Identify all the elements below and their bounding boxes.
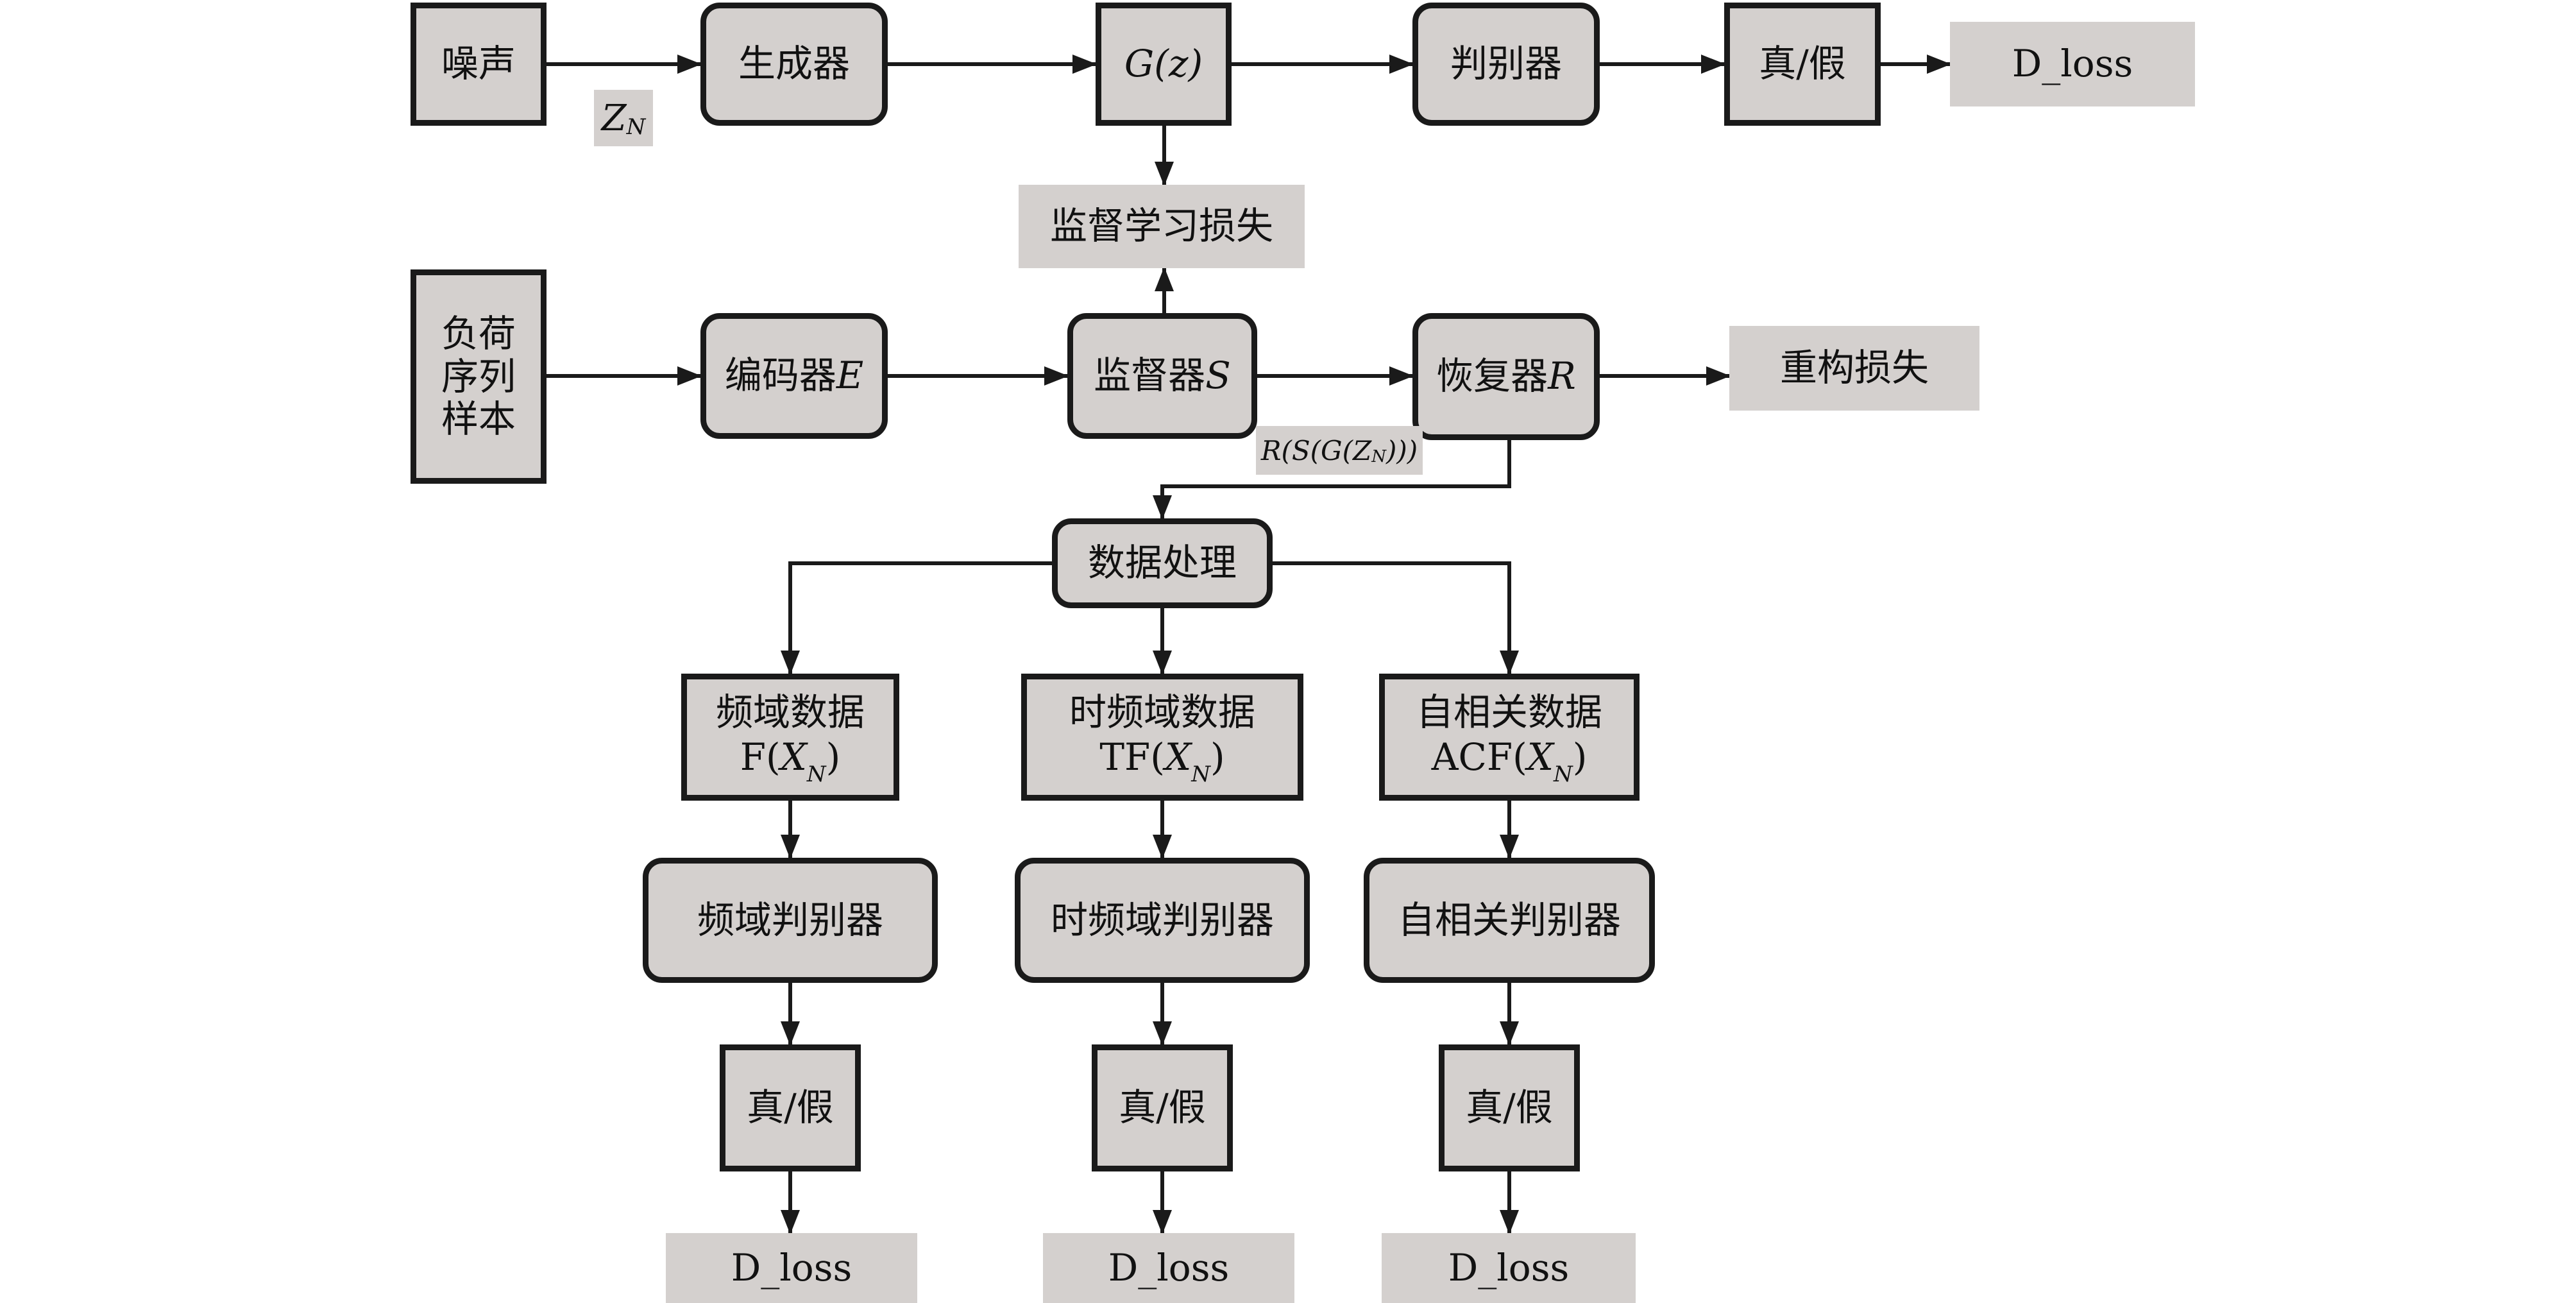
real-fake-acf-label: 真/假 [1466, 1086, 1553, 1130]
recovery-box: 恢复器R [1412, 313, 1600, 440]
load-sample-line-2: 序列 [441, 354, 516, 398]
dloss-freq-label: D_loss [731, 1245, 852, 1290]
supervised-loss-label: 监督学习损失 [1049, 204, 1273, 248]
load-sample-line-1: 负荷 [441, 311, 516, 355]
gz-box: G(z) [1096, 3, 1232, 126]
discriminator-label: 判别器 [1450, 42, 1562, 86]
acf-data-title: 自相关数据 [1416, 690, 1602, 734]
acf-data-box: 自相关数据 ACF(XN) [1379, 674, 1640, 801]
encoder-label: 编码器E [724, 353, 864, 398]
real-fake-tf-box: 真/假 [1092, 1044, 1233, 1171]
freq-data-formula: F(XN) [740, 735, 841, 788]
data-processing-box: 数据处理 [1052, 518, 1273, 608]
real-fake-top-label: 真/假 [1759, 42, 1846, 86]
arrow-processing-to-acf [1273, 561, 1519, 675]
generator-box: 生成器 [700, 3, 888, 126]
dloss-acf-label: D_loss [1448, 1245, 1570, 1290]
tf-disc-box: 时频域判别器 [1015, 858, 1310, 983]
supervisor-label: 监督器S [1094, 353, 1231, 398]
generator-label: 生成器 [738, 42, 850, 86]
acf-data-formula: ACF(XN) [1431, 735, 1588, 788]
tf-data-title: 时频域数据 [1069, 690, 1255, 734]
dloss-acf-box: D_loss [1382, 1233, 1636, 1303]
gz-label: G(z) [1124, 42, 1203, 86]
real-fake-top-box: 真/假 [1724, 3, 1881, 126]
real-fake-freq-box: 真/假 [720, 1044, 861, 1171]
dloss-top-label: D_loss [2012, 42, 2133, 86]
real-fake-freq-label: 真/假 [747, 1086, 834, 1130]
dloss-tf-label: D_loss [1108, 1245, 1230, 1290]
discriminator-box: 判别器 [1412, 3, 1600, 126]
supervised-loss-box: 监督学习损失 [1019, 185, 1305, 268]
real-fake-tf-label: 真/假 [1119, 1086, 1206, 1130]
noise-box: 噪声 [411, 3, 547, 126]
freq-disc-label: 频域判别器 [697, 898, 883, 942]
dloss-freq-box: D_loss [666, 1233, 917, 1303]
tf-disc-label: 时频域判别器 [1050, 898, 1274, 942]
arrow-processing-to-freq [781, 561, 1052, 675]
arrow-recovery-to-data-processing [1153, 440, 1511, 520]
tf-data-formula: TF(XN) [1099, 735, 1225, 788]
reconstruction-loss-label: 重构损失 [1779, 346, 1929, 390]
real-fake-acf-box: 真/假 [1439, 1044, 1580, 1171]
freq-data-box: 频域数据 F(XN) [681, 674, 899, 801]
reconstruction-loss-box: 重构损失 [1729, 326, 1979, 411]
tf-data-box: 时频域数据 TF(XN) [1021, 674, 1303, 801]
data-processing-label: 数据处理 [1087, 541, 1237, 585]
freq-data-title: 频域数据 [715, 690, 865, 734]
acf-disc-label: 自相关判别器 [1397, 898, 1621, 942]
load-sample-line-3: 样本 [441, 397, 516, 441]
freq-disc-box: 频域判别器 [643, 858, 938, 983]
dloss-tf-box: D_loss [1043, 1233, 1294, 1303]
load-sample-box: 负荷 序列 样本 [411, 269, 547, 484]
supervisor-box: 监督器S [1067, 313, 1257, 439]
acf-disc-box: 自相关判别器 [1364, 858, 1655, 983]
recovery-label: 恢复器R [1436, 354, 1576, 398]
dloss-top-box: D_loss [1950, 22, 2195, 106]
noise-label: 噪声 [441, 42, 516, 86]
encoder-box: 编码器E [700, 313, 888, 439]
